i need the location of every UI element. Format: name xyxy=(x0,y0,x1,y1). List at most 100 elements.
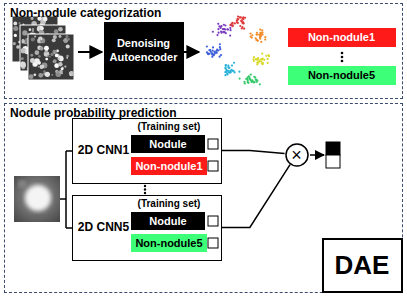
scatter-dot xyxy=(254,77,256,79)
scatter-dot xyxy=(256,39,258,41)
scatter-dot xyxy=(256,32,258,34)
ct-speckle xyxy=(69,71,74,76)
ct-speckle xyxy=(38,66,40,68)
scatter-dot xyxy=(265,55,267,57)
ct-speckle xyxy=(34,58,40,64)
scatter-dot xyxy=(248,75,250,77)
scatter-dot xyxy=(229,29,231,31)
scatter-dot xyxy=(212,46,214,48)
scatter-dot xyxy=(219,46,221,48)
ct-speckle xyxy=(18,22,20,24)
scatter-dot xyxy=(267,62,269,64)
ct-speckle xyxy=(34,36,36,38)
output-bar xyxy=(326,142,340,168)
scatter-dot xyxy=(231,70,233,72)
ct-speckle xyxy=(64,39,68,43)
scatter-dot xyxy=(217,23,219,25)
class-bar: Nodule xyxy=(131,212,205,230)
output-squares xyxy=(208,139,218,248)
ct-speckle xyxy=(30,58,35,63)
ct-speckle xyxy=(31,37,35,41)
ct-speckle xyxy=(66,57,68,59)
node-text: Non-nodule1 xyxy=(308,31,375,43)
scatter-dot xyxy=(255,58,257,60)
scatter-dot xyxy=(243,28,245,30)
scatter-dot xyxy=(223,28,225,30)
scatter-dot xyxy=(216,34,218,36)
ct-speckle xyxy=(58,55,64,61)
scatter-dot xyxy=(228,67,230,69)
ct-speckle xyxy=(14,34,17,37)
scatter-dot xyxy=(255,79,257,81)
product-circle: × xyxy=(285,143,309,167)
node-text: Nodule xyxy=(149,215,186,227)
node-text: × xyxy=(291,146,302,164)
scatter-dot xyxy=(259,34,261,36)
scatter-dot xyxy=(225,71,227,73)
scatter-dot xyxy=(219,43,221,45)
scatter-dot xyxy=(261,53,263,55)
node-text: 2D CNN5 xyxy=(77,196,131,260)
ct-speckle xyxy=(55,54,59,58)
ct-speckle xyxy=(54,29,59,34)
scatter-dot xyxy=(214,52,216,54)
scatter-dot xyxy=(264,36,266,38)
ct-speckle xyxy=(61,67,64,70)
scatter-dot xyxy=(250,32,252,34)
scatter-dot xyxy=(208,53,210,55)
scatter-dot xyxy=(238,77,240,79)
scatter-dot xyxy=(264,38,266,40)
ct-speckle xyxy=(20,61,26,67)
scatter-dot xyxy=(238,71,240,73)
scatter-dot xyxy=(211,52,213,54)
ct-speckle xyxy=(66,45,70,49)
scatter-dot xyxy=(241,22,243,24)
ct-speckle xyxy=(66,55,68,57)
section-panel: Non-nodule categorizationDenoising Autoe… xyxy=(4,3,403,99)
scatter-dot xyxy=(257,61,259,63)
scatter-dot xyxy=(222,28,224,30)
scatter-dot xyxy=(219,48,221,50)
scatter-dot xyxy=(259,32,261,34)
scatter-dot xyxy=(255,81,257,83)
scatter-dot xyxy=(231,23,233,25)
scatter-dot xyxy=(243,81,245,83)
scatter-dot xyxy=(226,28,228,30)
scatter-dot xyxy=(218,32,220,34)
scatter-dot xyxy=(237,18,239,20)
ct-speckle xyxy=(30,54,33,57)
ct-speckle xyxy=(16,45,19,48)
ct-speckle xyxy=(45,58,48,61)
scatter-dot xyxy=(256,58,258,60)
scatter-dot xyxy=(231,64,233,66)
ct-speckle xyxy=(55,70,58,73)
node-text: Nodule xyxy=(149,138,186,150)
ct-speckle xyxy=(64,65,66,67)
ct-speckle xyxy=(41,38,43,40)
scatter-dot xyxy=(253,56,255,58)
class-bar: Non-nodule5 xyxy=(288,66,396,85)
arrow xyxy=(78,51,102,53)
method-badge: DAE xyxy=(322,238,403,293)
scatter-dot xyxy=(225,64,227,66)
ct-speckle xyxy=(13,26,18,31)
scatter-dot xyxy=(224,74,226,76)
scatter-dot xyxy=(267,58,269,60)
scatter-dot xyxy=(227,28,229,30)
scatter-dot xyxy=(233,71,235,73)
scatter-dot xyxy=(241,27,243,29)
ct-speckle xyxy=(52,50,56,54)
scatter-dot xyxy=(224,66,226,68)
ct-speckle xyxy=(57,71,59,73)
ct-speckle xyxy=(38,73,43,78)
scatter-dot xyxy=(256,62,258,64)
ct-speckle xyxy=(38,55,41,58)
ct-speckle xyxy=(45,72,50,77)
scatter-dot xyxy=(250,80,252,82)
ct-speckle xyxy=(53,60,56,63)
ct-speckle xyxy=(32,30,34,32)
scatter-dot xyxy=(221,32,223,34)
ct-patch-stack xyxy=(12,16,74,80)
ct-speckle xyxy=(29,28,32,31)
